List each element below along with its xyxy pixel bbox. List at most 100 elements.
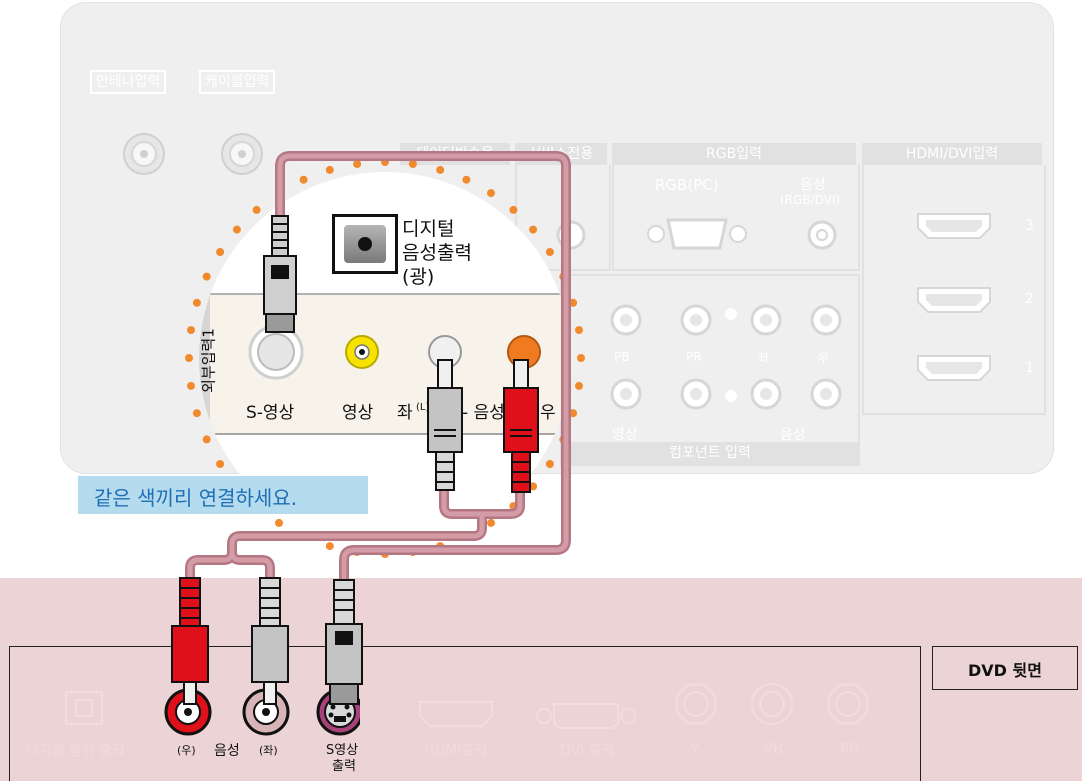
component-pb-label: PB — [614, 350, 630, 364]
dvd-active-jacks — [164, 688, 360, 736]
dvd-pb-label: PB — [764, 740, 784, 758]
hdmi-box — [862, 165, 1046, 415]
dvd-component-jacks-icon — [675, 683, 869, 725]
zoom-audio-label: - 음성 — [462, 403, 505, 423]
antenna-input-tab: 안테나입력 — [90, 70, 167, 94]
hdmi-port-3-icon — [917, 213, 991, 239]
zoom-digital-optical-port — [332, 214, 398, 274]
instruction-banner: 같은 색끼리 연결하세요. — [78, 476, 368, 514]
zoom-ring-dot — [545, 460, 554, 468]
rgb-audio-jack-icon — [807, 220, 837, 250]
cable-connector-icon — [221, 133, 263, 175]
zoom-s-video-jack-icon — [248, 324, 304, 380]
dvd-digital-audio-label: 디지털 음성 출력 — [26, 743, 126, 759]
dvd-s-video-label-line1: S영상 — [326, 743, 359, 758]
zoom-ring-dot — [569, 409, 578, 418]
zoom-ring-dot — [408, 160, 417, 168]
dvd-right-label: (우) — [177, 744, 196, 757]
zoom-ring-dot — [216, 248, 225, 256]
component-jacks-icon — [610, 304, 842, 410]
hdmi-number-3: 3 — [1025, 218, 1034, 234]
zoom-ring-dot — [569, 298, 578, 307]
dvd-back-panel — [9, 646, 921, 781]
zoom-ring-dot — [436, 165, 445, 174]
zoom-digital-out-line3: (광) — [402, 266, 435, 288]
zoom-ring-dot — [216, 460, 225, 468]
tv-audio-left-plug-icon — [427, 359, 463, 491]
dvd-audio-right-plug-icon — [171, 577, 209, 705]
component-audio-bracket: 음성 — [780, 427, 806, 443]
zoom-ring-dot — [192, 298, 201, 307]
dvd-title-box: DVD 뒷면 — [932, 646, 1078, 690]
dvd-s-video-plug-icon — [325, 579, 363, 705]
zoom-ring-dot — [487, 518, 495, 527]
zoom-ring-dot — [185, 354, 193, 362]
zoom-left-sub-label: (L) — [416, 402, 430, 413]
component-left-mark: 좌 — [758, 351, 770, 365]
zoom-ring-dot — [353, 160, 362, 168]
zoom-ring-dot — [575, 381, 583, 390]
optical-port-hole-icon — [358, 237, 372, 251]
zoom-ring-dot — [192, 409, 201, 418]
hdmi-input-header: HDMI/DVI입력 — [862, 143, 1042, 165]
zoom-ring-dot — [187, 381, 195, 390]
tv-s-video-plug-icon — [263, 215, 297, 333]
component-video-bracket: 영상 — [612, 427, 638, 443]
rgb-audio-sub-label: (RGB/DVI) — [780, 193, 841, 207]
zoom-ring-dot — [462, 175, 471, 184]
vga-port-icon — [647, 218, 747, 250]
zoom-ring-dot — [187, 326, 195, 335]
component-input-header: 컴포넌트 입력 — [560, 442, 860, 466]
dvd-audio-label: 음성 — [214, 743, 240, 759]
dvd-dvi-label: DVI 출력 — [560, 743, 615, 759]
zoom-ring-dot — [487, 189, 495, 198]
rgb-audio-label: 음성 — [800, 177, 826, 193]
rgb-input-header: RGB입력 — [612, 143, 856, 165]
rgb-box — [612, 165, 860, 271]
hdmi-port-2-icon — [917, 287, 991, 313]
zoom-video-jack-icon — [345, 335, 379, 369]
dvd-left-label: (좌) — [259, 744, 278, 757]
zoom-s-video-label: S-영상 — [246, 403, 295, 423]
zoom-ring-dot — [529, 482, 538, 491]
hdmi-number-1: 1 — [1025, 360, 1034, 376]
dvd-audio-right-jack-icon — [164, 688, 212, 736]
zoom-ring-dot — [202, 272, 211, 281]
zoom-ring-dot — [325, 165, 334, 174]
zoom-ring-dot — [252, 205, 261, 214]
dvd-dvi-port-icon — [536, 703, 636, 729]
zoom-ring-dot — [232, 225, 241, 234]
zoom-ring-dot — [202, 435, 211, 444]
dvd-pr-label: PR — [840, 740, 860, 758]
zoom-ring-dot — [545, 248, 554, 256]
dvd-optical-port-icon — [65, 691, 103, 725]
dvd-hdmi-port-icon — [419, 701, 493, 727]
cable-input-tab: 케이블입력 — [199, 70, 276, 94]
zoom-ring-dot — [577, 354, 585, 362]
zoom-digital-out-line2: 음성출력 — [402, 242, 472, 264]
dvd-s-video-label-line2: 출력 — [332, 759, 356, 774]
zoom-ring-dot — [529, 225, 538, 234]
component-right-mark: 우 — [818, 351, 830, 365]
dvd-y-label: Y — [690, 740, 700, 758]
hdmi-port-1-icon — [917, 355, 991, 381]
zoom-right-label: 우 — [540, 403, 556, 423]
zoom-left-label: 좌 — [397, 403, 413, 423]
instruction-text: 같은 색끼리 연결하세요. — [94, 486, 298, 510]
zoom-ring-dot — [325, 542, 334, 551]
zoom-ring-dot — [299, 175, 308, 184]
zoom-ring-dot — [575, 326, 583, 335]
zoom-digital-out-line1: 디지털 — [402, 218, 455, 240]
dvd-hdmi-label: HDMI출력 — [424, 743, 488, 759]
zoom-video-label: 영상 — [342, 403, 374, 423]
tv-audio-right-plug-icon — [503, 359, 539, 493]
zoom-ring-dot — [509, 205, 518, 214]
rgb-pc-label: RGB(PC) — [655, 176, 719, 194]
zoom-ring-dot — [275, 518, 283, 527]
dvd-audio-left-plug-icon — [251, 577, 289, 705]
dvd-title: DVD 뒷면 — [968, 661, 1042, 680]
component-pr-label: PR — [686, 350, 702, 364]
